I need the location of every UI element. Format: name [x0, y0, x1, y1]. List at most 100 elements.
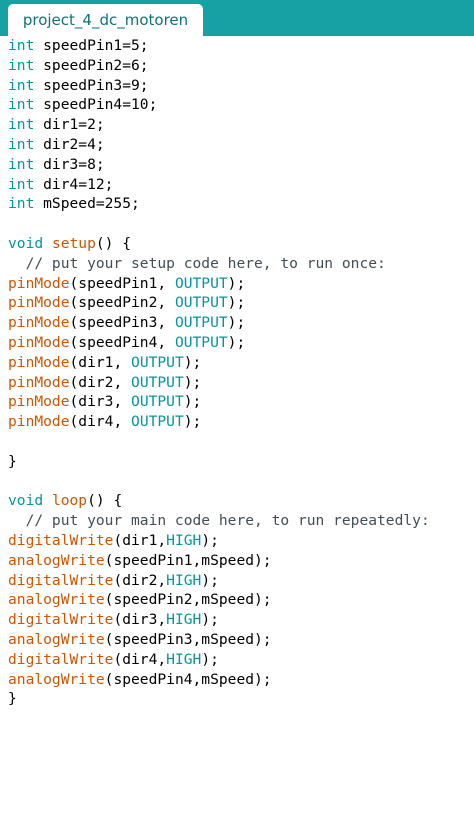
- code-token: () {: [87, 492, 123, 510]
- code-token: );: [201, 650, 219, 668]
- code-line: int dir3=8;: [8, 155, 430, 175]
- code-line: }: [8, 452, 430, 472]
- code-line: }: [8, 689, 430, 709]
- function-token: pinMode: [8, 393, 70, 411]
- keyword-token: int: [8, 37, 35, 54]
- function-token: analogWrite: [8, 670, 105, 688]
- code-token: speedPin1=5;: [34, 37, 149, 54]
- code-token: dir3=8;: [34, 155, 105, 173]
- code-token: (dir1,: [113, 531, 167, 549]
- constant-token: HIGH: [166, 611, 202, 629]
- code-line: void setup() {: [8, 234, 430, 254]
- keyword-token: int: [8, 76, 35, 94]
- code-token: );: [227, 314, 246, 332]
- code-line: int speedPin4=10;: [8, 95, 430, 115]
- code-token: );: [183, 373, 202, 391]
- code-line: analogWrite(speedPin4,mSpeed);: [8, 670, 430, 690]
- function-token: digitalWrite: [8, 531, 114, 549]
- code-token: );: [227, 274, 246, 292]
- code-text: int speedPin1=5;int speedPin2=6;int spee…: [8, 36, 430, 709]
- constant-token: HIGH: [166, 571, 202, 589]
- code-line: int dir2=4;: [8, 135, 430, 155]
- code-line: [8, 472, 430, 492]
- constant-token: OUTPUT: [174, 274, 228, 292]
- code-token: (dir4,: [69, 413, 132, 431]
- constant-token: OUTPUT: [174, 333, 228, 351]
- keyword-token: void: [8, 492, 44, 510]
- code-token: }: [8, 452, 17, 470]
- constant-token: OUTPUT: [131, 353, 184, 371]
- code-line: pinMode(dir4, OUTPUT);: [8, 412, 430, 432]
- code-token: (speedPin2,: [69, 294, 175, 312]
- comment-token: // put your main code here, to run repea…: [8, 512, 430, 530]
- code-token: (dir2,: [69, 373, 132, 391]
- tab-bar: project_4_dc_motoren: [0, 0, 474, 36]
- tab-project-4-dc-motoren[interactable]: project_4_dc_motoren: [8, 4, 203, 36]
- code-line: int speedPin1=5;: [8, 36, 430, 56]
- code-token: [43, 235, 52, 252]
- code-token: speedPin2=6;: [34, 56, 149, 74]
- code-token: }: [8, 690, 17, 708]
- code-token: dir1=2;: [34, 116, 105, 134]
- code-line: pinMode(speedPin3, OUTPUT);: [8, 313, 430, 333]
- constant-token: HIGH: [166, 650, 202, 668]
- function-token: setup: [51, 234, 96, 252]
- code-token: (speedPin4,mSpeed);: [104, 670, 272, 688]
- code-line: [8, 432, 430, 452]
- code-token: (speedPin4,: [69, 333, 175, 351]
- code-line: pinMode(dir1, OUTPUT);: [8, 353, 430, 373]
- function-token: digitalWrite: [8, 611, 114, 629]
- function-token: digitalWrite: [8, 650, 114, 668]
- keyword-token: int: [8, 56, 35, 74]
- keyword-token: int: [8, 195, 35, 213]
- code-token: speedPin4=10;: [34, 96, 158, 114]
- code-token: () {: [95, 234, 132, 252]
- code-token: );: [227, 294, 246, 312]
- code-token: );: [201, 531, 219, 549]
- code-line: digitalWrite(dir4,HIGH);: [8, 650, 430, 670]
- code-line: pinMode(dir3, OUTPUT);: [8, 392, 430, 412]
- code-line: int speedPin2=6;: [8, 56, 430, 76]
- function-token: analogWrite: [8, 630, 105, 648]
- constant-token: OUTPUT: [131, 413, 184, 431]
- keyword-token: int: [8, 175, 35, 193]
- code-line: pinMode(speedPin1, OUTPUT);: [8, 274, 430, 294]
- code-line: void loop() {: [8, 491, 430, 511]
- code-line: int speedPin3=9;: [8, 76, 430, 96]
- function-token: pinMode: [8, 294, 70, 312]
- constant-token: OUTPUT: [174, 294, 228, 312]
- code-token: dir4=12;: [34, 175, 114, 193]
- keyword-token: int: [8, 116, 35, 134]
- code-token: dir2=4;: [34, 135, 105, 153]
- code-line: [8, 214, 430, 234]
- code-line: int dir4=12;: [8, 175, 430, 195]
- function-token: pinMode: [8, 353, 70, 371]
- constant-token: OUTPUT: [131, 393, 184, 411]
- code-line: pinMode(dir2, OUTPUT);: [8, 373, 430, 393]
- code-token: );: [227, 333, 246, 351]
- code-token: [43, 492, 52, 509]
- function-token: pinMode: [8, 274, 70, 292]
- code-token: (dir2,: [113, 571, 167, 589]
- code-token: (dir3,: [113, 611, 167, 629]
- code-token: (dir3,: [69, 393, 132, 411]
- code-token: );: [201, 611, 219, 629]
- code-token: speedPin3=9;: [34, 76, 149, 94]
- code-token: (speedPin1,mSpeed);: [104, 551, 272, 569]
- tab-label: project_4_dc_motoren: [22, 11, 189, 29]
- function-token: pinMode: [8, 333, 70, 351]
- code-editor[interactable]: int speedPin1=5;int speedPin2=6;int spee…: [0, 36, 474, 823]
- keyword-token: int: [8, 96, 35, 114]
- code-line: pinMode(speedPin2, OUTPUT);: [8, 293, 430, 313]
- keyword-token: int: [8, 155, 35, 173]
- keyword-token: void: [8, 234, 44, 252]
- code-token: (dir4,: [113, 650, 167, 668]
- code-token: );: [183, 413, 202, 431]
- code-token: (speedPin3,mSpeed);: [104, 630, 272, 648]
- comment-token: // put your setup code here, to run once…: [8, 254, 386, 272]
- code-line: analogWrite(speedPin3,mSpeed);: [8, 630, 430, 650]
- code-token: (dir1,: [69, 353, 132, 371]
- constant-token: HIGH: [166, 531, 202, 549]
- code-line: // put your main code here, to run repea…: [8, 511, 430, 531]
- code-token: mSpeed=255;: [34, 195, 140, 213]
